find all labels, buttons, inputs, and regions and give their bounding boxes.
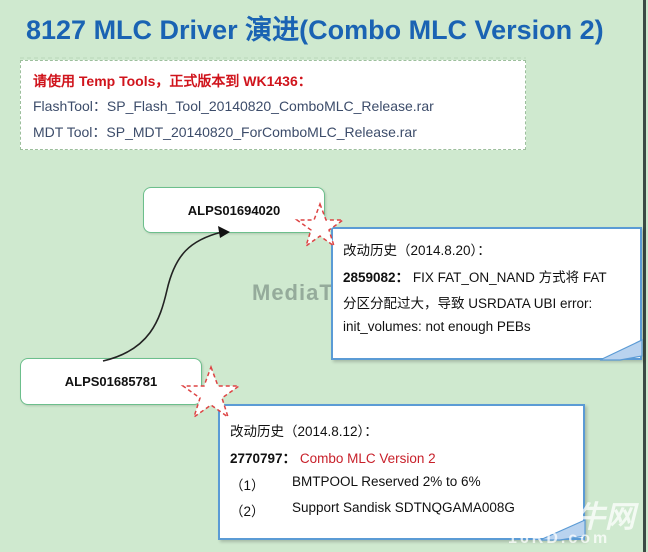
- callout-line-1: 2859082： FIX FAT_ON_NAND 方式将 FAT: [343, 266, 607, 286]
- flashtool-line: FlashTool：SP_Flash_Tool_20140820_ComboML…: [33, 93, 525, 119]
- info-box: 请使用 Temp Tools，正式版本到 WK1436： FlashTool：S…: [20, 60, 526, 150]
- mdttool-line: MDT Tool：SP_MDT_20140820_ForComboMLC_Rel…: [33, 119, 525, 145]
- info-heading: 请使用 Temp Tools，正式版本到 WK1436：: [33, 73, 312, 89]
- node-label: ALPS01694020: [187, 202, 281, 218]
- callout-heading: 改动历史（2014.8.20）：: [343, 243, 491, 258]
- callout-change-history-0812: 改动历史（2014.8.12）： 2770797： Combo MLC Vers…: [218, 404, 585, 540]
- node-alps01685781: ALPS01685781: [20, 358, 202, 405]
- item-number: （2）: [230, 504, 265, 519]
- callout-line-1: 2770797： Combo MLC Version 2: [230, 447, 436, 467]
- callout-item-1: （1） BMTPOOL Reserved 2% to 6%: [230, 474, 481, 494]
- item-text: Support Sandisk SDTNQGAMA008G: [292, 500, 515, 515]
- callout-line-2: 分区分配过大，导致 USRDATA UBI error:: [343, 296, 593, 311]
- watermark-site-url: 16RD.com: [508, 530, 611, 547]
- callout-line-3: init_volumes: not enough PEBs: [343, 319, 531, 334]
- node-alps01694020: ALPS01694020: [143, 187, 325, 233]
- patch-title: Combo MLC Version 2: [299, 451, 436, 466]
- item-number: （1）: [230, 478, 265, 493]
- callout-heading: 改动历史（2014.8.12）：: [230, 424, 378, 439]
- mdttool-label: MDT Tool：: [33, 124, 107, 140]
- flashtool-label: FlashTool：: [33, 98, 107, 114]
- node-label: ALPS01685781: [64, 374, 158, 389]
- callout-item-2: （2） Support Sandisk SDTNQGAMA008G: [230, 500, 515, 520]
- patch-id: 2770797：: [230, 451, 297, 466]
- callout-text: FIX FAT_ON_NAND 方式将 FAT: [412, 270, 607, 285]
- patch-id: 2859082：: [343, 270, 410, 285]
- frame-border-right: [643, 0, 646, 552]
- page-title: 8127 MLC Driver 演进(Combo MLC Version 2): [26, 15, 604, 45]
- mdttool-value: SP_MDT_20140820_ForComboMLC_Release.rar: [106, 124, 417, 140]
- item-text: BMTPOOL Reserved 2% to 6%: [292, 474, 481, 489]
- watermark-site-logo: 一牛网: [545, 501, 635, 534]
- callout-change-history-0820: 改动历史（2014.8.20）： 2859082： FIX FAT_ON_NAN…: [331, 227, 642, 360]
- flashtool-value: SP_Flash_Tool_20140820_ComboMLC_Release.…: [106, 98, 434, 114]
